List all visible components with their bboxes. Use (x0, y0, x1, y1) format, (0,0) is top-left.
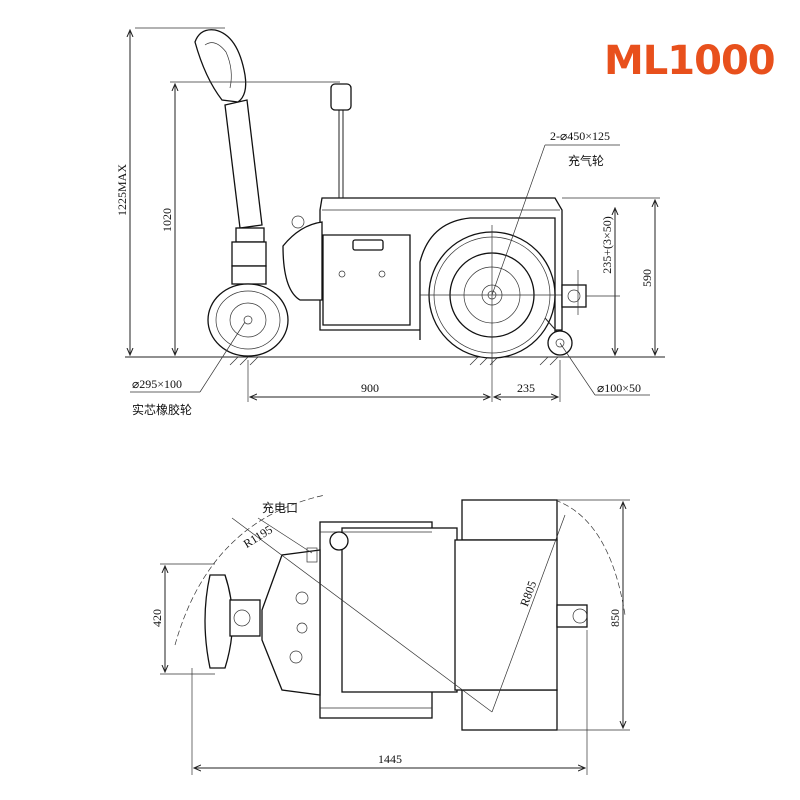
wheel-top-left (461, 499, 558, 541)
top-body-mid (341, 527, 458, 693)
charge-port-label: 充电口 (262, 500, 298, 515)
top-view: R1195 R805 420 850 1445 充电口 (150, 494, 630, 775)
drive-wheel-size: 2-⌀450×125 (550, 129, 610, 143)
top-handle (204, 574, 261, 669)
dim-rear-offset: 235 (517, 381, 535, 395)
dim-length: 1445 (378, 752, 402, 766)
top-hitch (556, 604, 588, 628)
warning-light (330, 83, 352, 198)
dim-height-max: 1225MAX (115, 164, 129, 216)
wheel-top-right (461, 689, 558, 731)
ground-hatch (229, 356, 559, 366)
steer-wheel-size: ⌀295×100 (132, 377, 182, 391)
top-nose (261, 549, 321, 696)
steer-wheel-name: 实芯橡胶轮 (132, 402, 192, 417)
dim-wheelbase: 900 (361, 381, 379, 395)
dim-height: 1020 (160, 208, 174, 232)
dim-body-height: 590 (640, 269, 654, 287)
drive-wheel-name: 充气轮 (568, 153, 604, 168)
caster-size: ⌀100×50 (597, 381, 641, 395)
steer-wheel (207, 265, 289, 357)
dim-width-front: 420 (150, 609, 164, 627)
nameplate (352, 239, 384, 251)
side-view: 1225MAX 1020 590 235+(3×50) 900 235 2-⌀4… (115, 27, 665, 417)
top-body-rear (454, 539, 558, 691)
dim-hitch-height: 235+(3×50) (600, 216, 614, 274)
tiller (194, 29, 305, 267)
battery-panel (322, 234, 411, 326)
rear-hitch (561, 270, 587, 315)
model-title: ML1000 (604, 38, 776, 84)
dim-width-rear: 850 (608, 609, 622, 627)
